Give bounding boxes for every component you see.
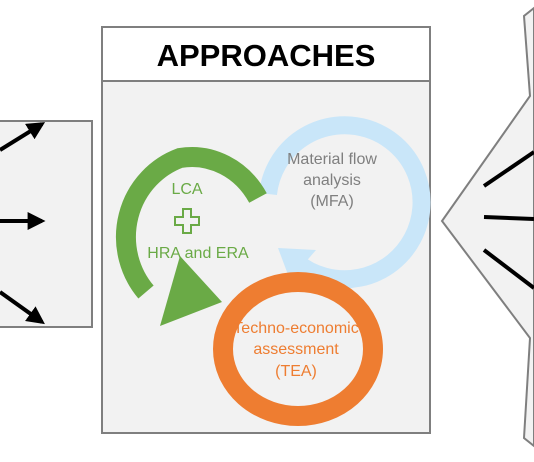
left-arrow-up: [0, 122, 46, 152]
mfa-label-line2: analysis: [303, 172, 361, 189]
lca-label-text: LCA: [171, 181, 202, 198]
tea-label: Techno-economic assessment (TEA): [233, 320, 358, 380]
right-line-middle: [483, 215, 534, 221]
mfa-label-line3: (MFA): [310, 193, 354, 210]
mfa-label-line1: Material flow: [287, 151, 377, 168]
lca-label: LCA HRA and ERA: [147, 181, 249, 262]
hra-era-label: HRA and ERA: [147, 245, 249, 262]
left-arrow-down: [0, 290, 45, 325]
plus-icon: [174, 208, 200, 234]
approaches-panel: APPROACHES: [101, 26, 431, 434]
tea-label-line3: (TEA): [275, 363, 317, 380]
tea-label-line1: Techno-economic: [233, 320, 358, 337]
mfa-label: Material flow analysis (MFA): [287, 151, 377, 210]
panel-title: APPROACHES: [157, 38, 376, 73]
left-side-panel: [0, 120, 93, 328]
mfa-cycle-arrow: [259, 116, 431, 289]
tea-cycle-arrow: [213, 272, 383, 426]
right-side-callout: [440, 6, 534, 448]
tea-label-line2: assessment: [253, 341, 339, 358]
right-line-lower: [482, 248, 534, 290]
lca-cycle-arrow: [115, 147, 267, 326]
right-line-upper: [482, 150, 534, 188]
